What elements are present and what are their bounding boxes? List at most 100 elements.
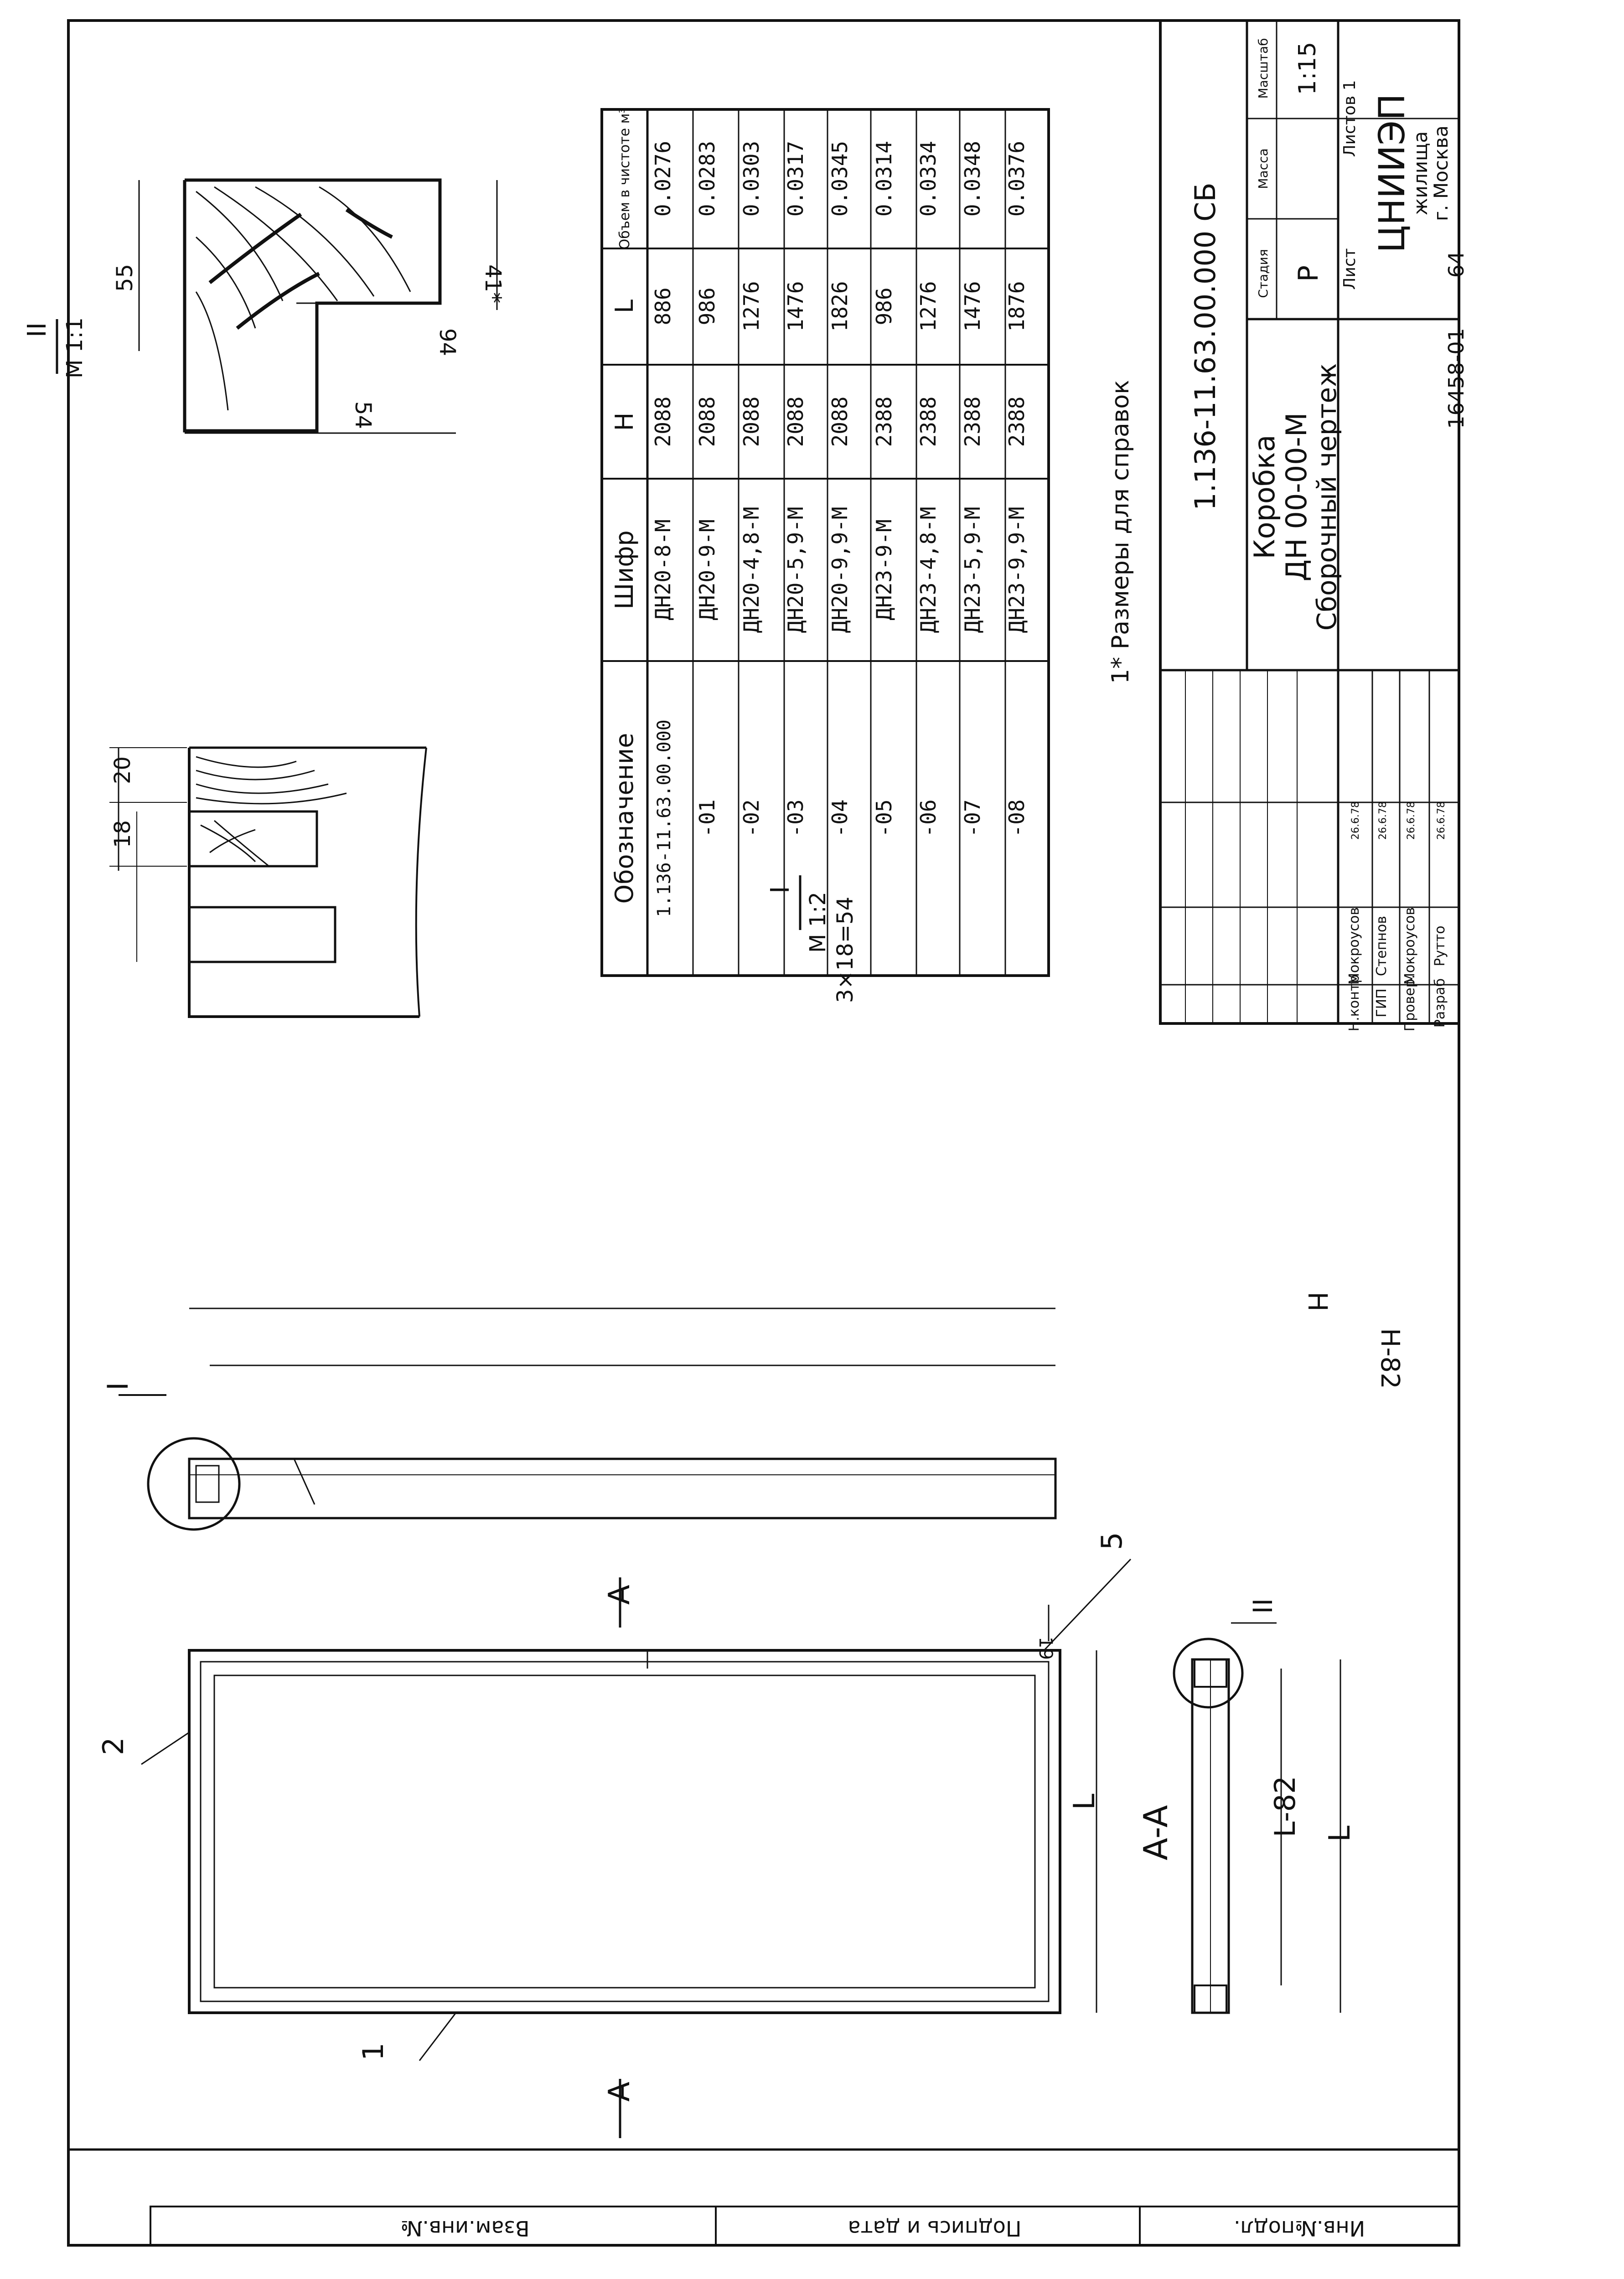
tb-date-0: 26.6.78 — [1350, 801, 1361, 840]
detail-II-dim-54: 54 — [350, 401, 376, 429]
detail-I-dim-18: 18 — [110, 820, 135, 848]
title-line-3: Сборочный чертеж — [1311, 363, 1342, 631]
spec-cell-r2-c4: 0.0303 — [739, 141, 764, 217]
detail-II-dim-41: 41* — [480, 264, 506, 303]
note-reference-dims: 1* Размеры для справок — [1107, 380, 1134, 684]
header-volume: Объем в чистоте м³ — [617, 108, 633, 250]
spec-cell-r0-c4: 0.0276 — [651, 141, 675, 217]
spec-cell-r1-c3: 986 — [695, 287, 719, 325]
stamp-inv: Инв.№подл. — [1234, 2216, 1365, 2241]
callout-5: 5 — [1095, 1532, 1128, 1550]
spec-cell-r3-c3: 1476 — [783, 281, 808, 332]
side-dim-H: H — [1302, 1292, 1333, 1312]
front-dim-19: 19 — [1035, 1637, 1056, 1660]
tb-name-2: Мокроусов — [1402, 907, 1418, 985]
side-stamp: Взам.инв.№ Подпись и дата Инв.№подл. — [150, 2206, 1460, 2246]
spec-table: Обозначение Шифр H L Объем в чистоте м³ — [600, 108, 1050, 977]
spec-cell-r6-c3: 1276 — [916, 281, 941, 332]
spec-cell-r5-c0: -05 — [872, 799, 896, 837]
page-number: 64 — [1444, 251, 1469, 278]
side-dim-H82: H-82 — [1375, 1328, 1405, 1389]
sheets-label: Листов 1 — [1340, 80, 1359, 157]
spec-cell-r7-c1: ДН23-5,9-М — [960, 507, 985, 633]
spec-cell-r3-c4: 0.0317 — [783, 141, 808, 217]
spec-cell-r4-c1: ДН20-9,9-М — [828, 507, 852, 633]
spec-cell-r7-c2: 2388 — [960, 397, 985, 447]
spec-cell-r8-c0: -08 — [1004, 799, 1029, 837]
spec-cell-r1-c0: -01 — [695, 799, 719, 837]
spec-cell-r3-c2: 2088 — [783, 397, 808, 447]
spec-cell-r5-c3: 986 — [872, 287, 896, 325]
arrow-A-top: A — [603, 1585, 636, 1605]
arrow-A-bottom: A — [603, 2082, 636, 2102]
spec-cell-r6-c4: 0.0334 — [916, 141, 941, 217]
section-AA-label: A-A — [1137, 1805, 1175, 1860]
stamp-vzam: Взам.инв.№ — [400, 2216, 529, 2241]
spec-cell-r0-c2: 2088 — [651, 397, 675, 447]
tb-date-3: 26.6.78 — [1436, 801, 1447, 840]
stage-value: Р — [1293, 265, 1324, 282]
section-dim-L: L — [1323, 1825, 1357, 1842]
spec-cell-r6-c0: -06 — [916, 799, 941, 837]
spec-cell-r6-c1: ДН23-4,8-М — [916, 507, 941, 633]
spec-cell-r4-c0: -04 — [828, 799, 852, 837]
doc-number: 1.136-11.63.00.000 СБ — [1189, 182, 1222, 511]
header-H: H — [610, 413, 639, 431]
title-line-1: Коробка — [1248, 435, 1281, 559]
col-mass: Масса — [1256, 148, 1271, 189]
title-line-2: ДН 00-00-М — [1280, 413, 1313, 582]
detail-II: II M 1:1 55 54 94 41* — [22, 178, 506, 434]
spec-cell-r8-c1: ДН23-9,9-М — [1004, 507, 1029, 633]
scale-value: 1:15 — [1294, 42, 1321, 95]
tb-name-3: Рутто — [1432, 925, 1448, 966]
spec-cell-r4-c3: 1826 — [828, 281, 852, 332]
spec-cell-r7-c0: -07 — [960, 799, 985, 837]
detail-II-dim-55: 55 — [112, 264, 138, 292]
tb-role-1: ГИП — [1374, 988, 1390, 1017]
spec-cell-r1-c4: 0.0283 — [695, 141, 719, 217]
side-view: I H H-82 — [101, 1292, 1405, 1531]
spec-cell-r8-c3: 1876 — [1004, 281, 1029, 332]
spec-cell-r6-c2: 2388 — [916, 397, 941, 447]
spec-cell-r5-c1: ДН23-9-М — [872, 519, 896, 620]
section-dim-L82: L-82 — [1268, 1776, 1302, 1837]
tb-role-3: Разраб — [1432, 978, 1448, 1028]
spec-cell-r1-c2: 2088 — [695, 397, 719, 447]
spec-cell-r3-c0: -03 — [783, 799, 808, 837]
col-scale: Масштаб — [1256, 38, 1271, 98]
spec-cell-r2-c3: 1276 — [739, 281, 764, 332]
spec-cell-r5-c2: 2388 — [872, 397, 896, 447]
detail-I-note: 3×18=54 — [833, 897, 858, 1003]
callout-2: 2 — [97, 1737, 130, 1755]
spec-cell-r4-c4: 0.0345 — [828, 141, 852, 217]
spec-cell-r2-c1: ДН20-4,8-М — [739, 507, 764, 633]
spec-cell-r0-c1: ДН20-8-М — [651, 519, 675, 620]
tb-role-0: Н.контр — [1346, 975, 1362, 1032]
tb-date-2: 26.6.78 — [1406, 801, 1417, 840]
header-code: Шифр — [610, 530, 639, 609]
front-dim-L: L — [1068, 1793, 1102, 1810]
spec-cell-r5-c4: 0.0314 — [872, 141, 896, 217]
detail-I-label: I — [765, 886, 795, 894]
callout-I: I — [101, 1382, 134, 1390]
detail-II-dim-94: 94 — [434, 328, 460, 356]
tb-date-1: 26.6.78 — [1377, 801, 1389, 840]
spec-cell-r1-c1: ДН20-9-М — [695, 519, 719, 620]
spec-cell-r8-c2: 2388 — [1004, 397, 1029, 447]
spec-cell-r7-c3: 1476 — [960, 281, 985, 332]
sheet-border — [67, 19, 1460, 2247]
spec-cell-r3-c1: ДН20-5,9-М — [783, 507, 808, 633]
spec-cell-r8-c4: 0.0376 — [1004, 141, 1029, 217]
tb-name-1: Степнов — [1374, 916, 1390, 976]
front-view: 2 1 5 19 L A A — [97, 1532, 1132, 2138]
org-name: ЦНИИЭП — [1372, 93, 1413, 253]
title-block: 1.136-11.63.00.000 СБ Коробка ДН 00-00-М… — [1159, 19, 1460, 1025]
spec-cell-r2-c2: 2088 — [739, 397, 764, 447]
tb-role-2: Провер. — [1402, 975, 1418, 1032]
header-designation: Обозначение — [610, 733, 639, 904]
spec-cell-r7-c4: 0.0348 — [960, 141, 985, 217]
detail-I-scale: M 1:2 — [805, 892, 831, 953]
header-L: L — [610, 300, 639, 313]
